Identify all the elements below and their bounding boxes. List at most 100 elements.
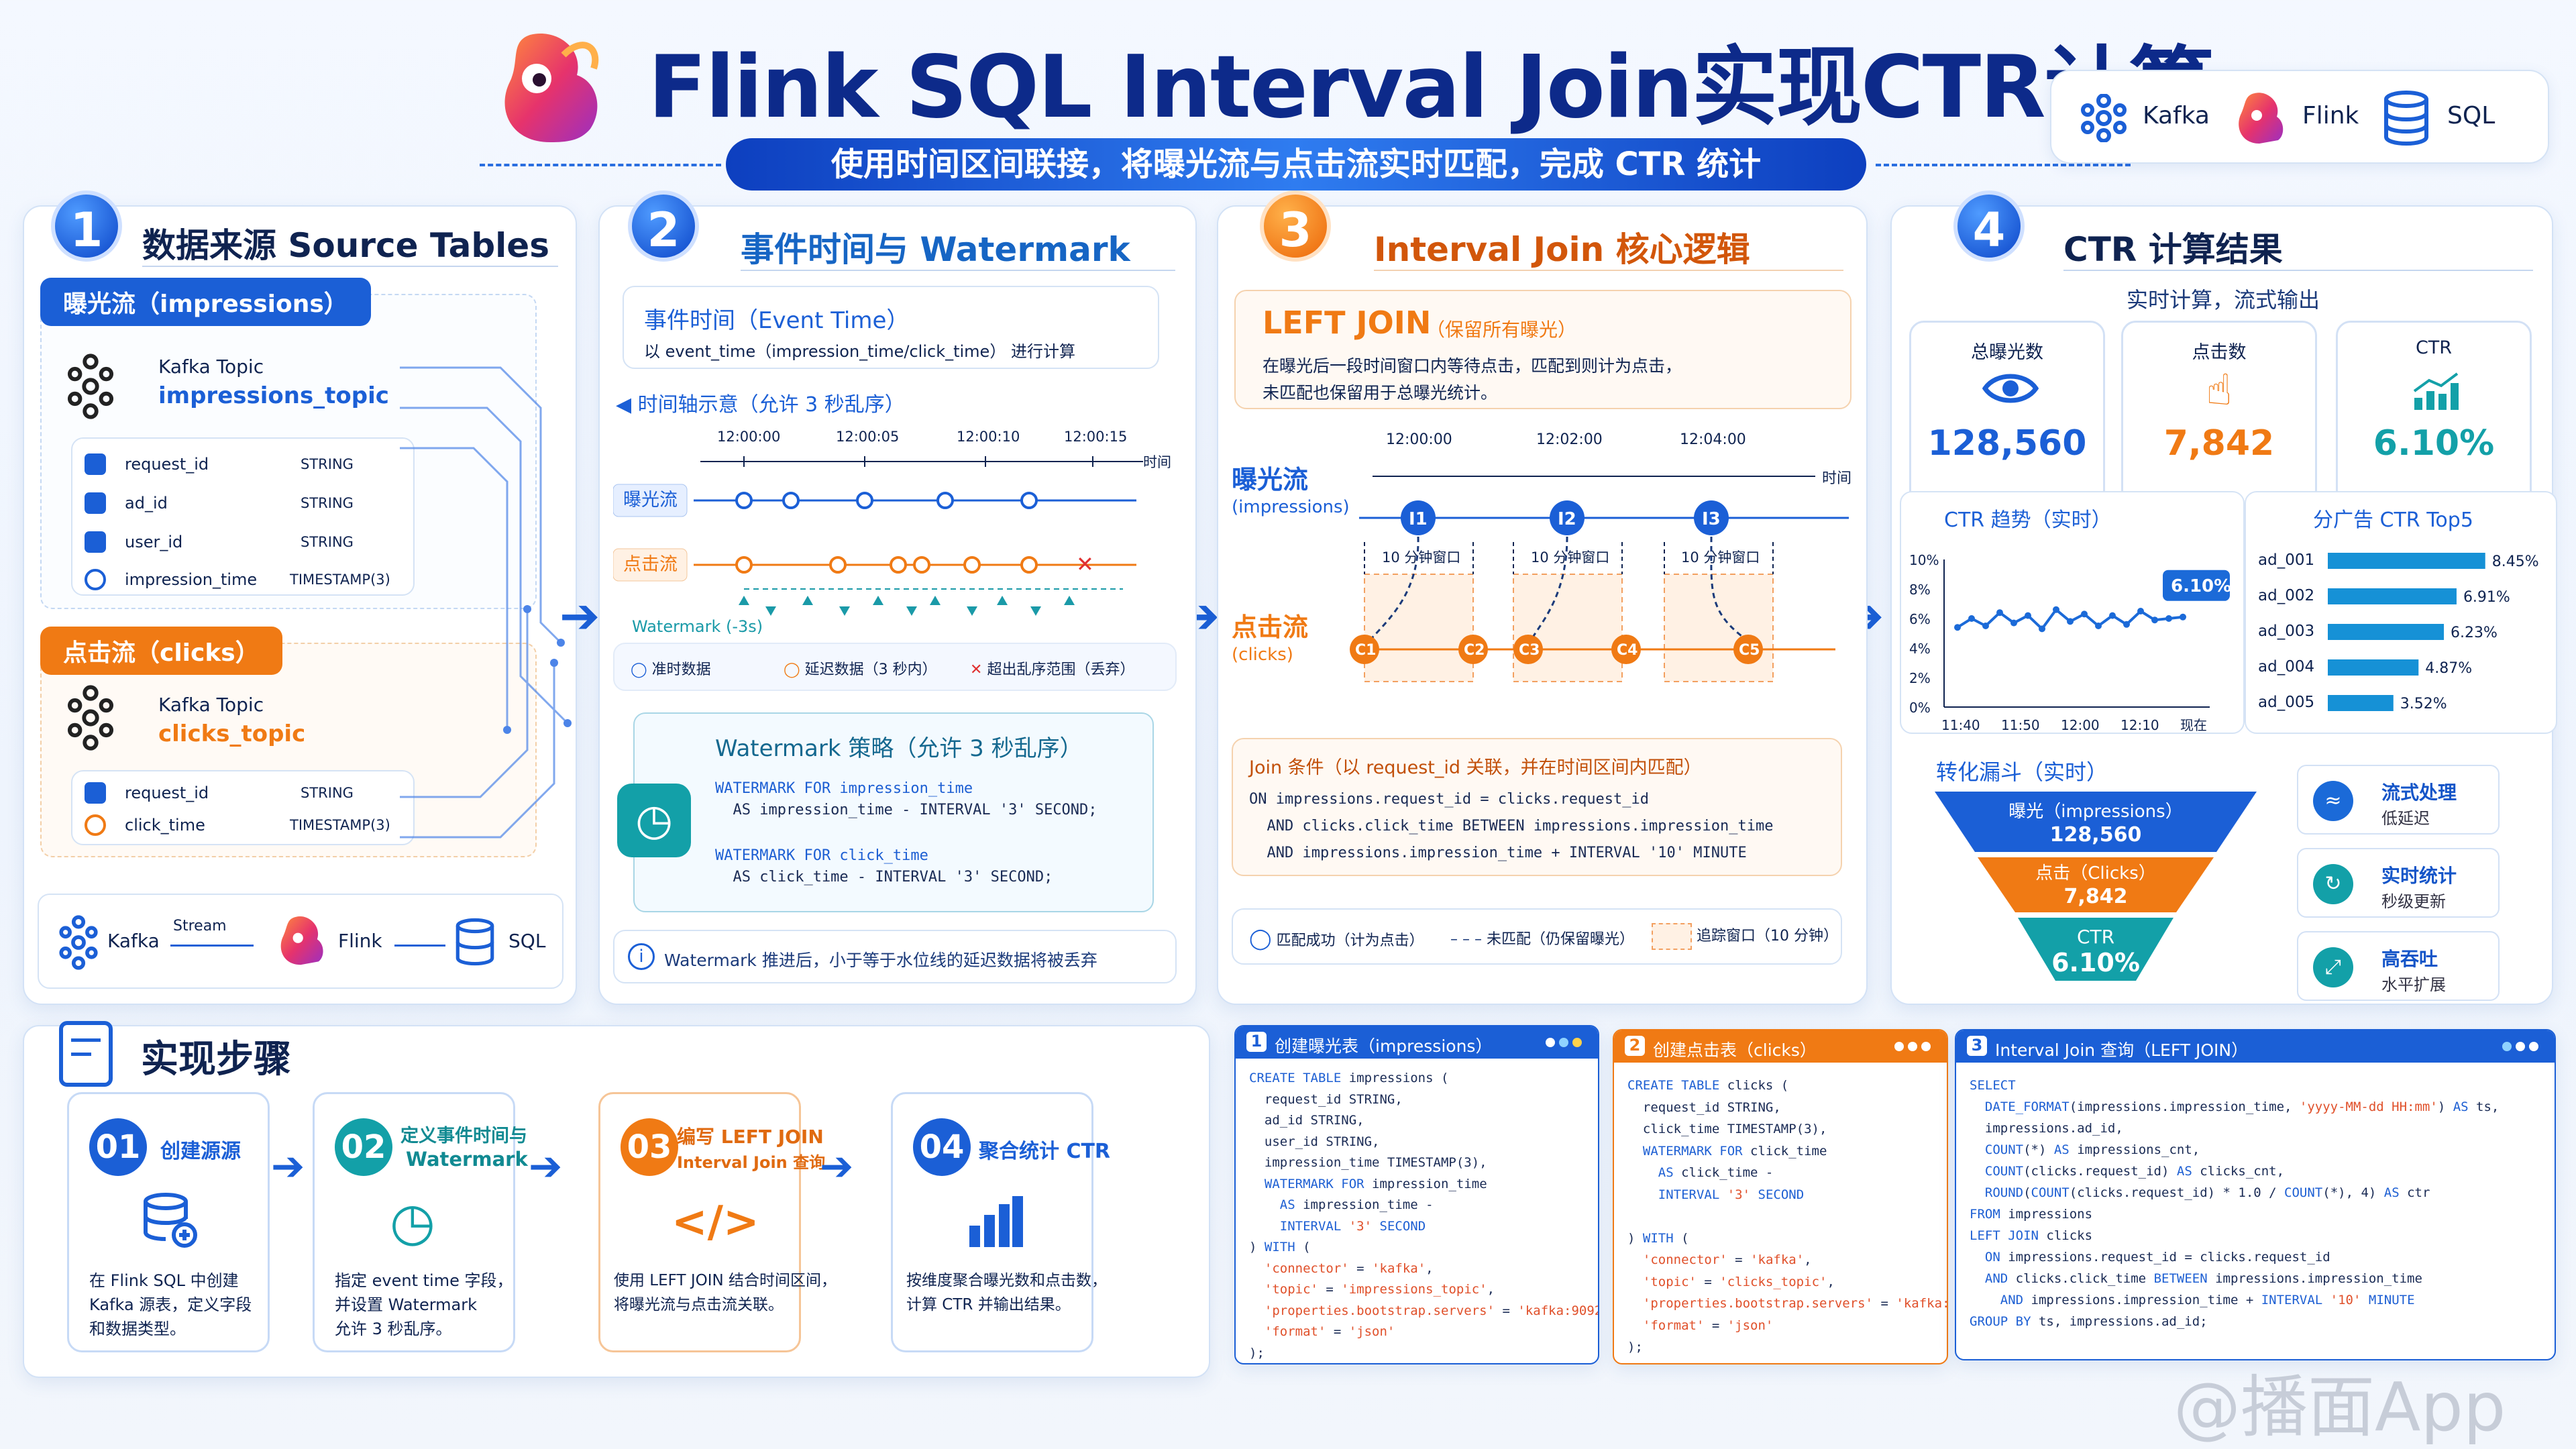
field-type: STRING [301,785,354,801]
section-2-title: 事件时间与 Watermark [741,230,1130,269]
click-marker: C1 [1355,642,1376,659]
field-type: STRING [301,495,354,511]
feature-title: 实时统计 [2381,865,2457,887]
annotation-label: 6.10% [2171,576,2231,596]
code-panel-impressions: 1 创建曝光表（impressions） CREATE TABLE impres… [1234,1025,1599,1364]
series-point [1996,609,2003,616]
tick-label: 12:00:00 [717,429,780,445]
bar-value-label: 6.23% [2451,625,2498,641]
step-card: 03 编写 LEFT JOIN Interval Join 查询 </> 使用 … [598,1092,837,1352]
join-legend: ◯ 匹配成功（计为点击） – – – 未匹配（仍保留曝光） 追踪窗口（10 分钟… [1232,908,1842,965]
field-name: impression_time [125,570,258,589]
kafka-icon [67,685,114,751]
feature-desc: 低延迟 [2381,809,2430,828]
pipeline-kafka: Kafka [107,930,160,952]
feature-desc: 秒级更新 [2381,892,2446,911]
field-name: request_id [125,784,209,802]
impressions-topic-label: Kafka Topic [158,356,264,378]
bar-value-label: 4.87% [2425,660,2472,677]
page-title: Flink SQL Interval Join实现CTR计算 [648,38,2215,138]
step-card: 02 定义事件时间与 Watermark ◷ 指定 event time 字段，… [313,1092,528,1352]
click-marker: C3 [1519,642,1540,659]
arrow-right-icon: ➔ [529,1143,563,1190]
series-point [2053,606,2059,613]
metric-label: 点击数 [2192,342,2247,363]
x-tick-label: 现在 [2180,717,2207,733]
left-join-note: （保留所有曝光） [1426,319,1577,341]
scale-icon: ⤢ [2313,947,2353,987]
impressions-label: 曝光流 [1232,465,1308,494]
step-title: 创建源源 [160,1140,241,1163]
metric-impressions: 总曝光数 128,560 [1909,321,2105,515]
step-desc: 将曝光流与点击流关联。 [614,1296,784,1313]
logo-sql-label: SQL [2447,102,2496,129]
clicks-label: 点击流 [1232,612,1308,642]
funnel-stage-label: 曝光（impressions） [2008,802,2182,822]
y-tick-label: 10% [1909,552,1939,568]
watermark-timeline: 12:00:00 12:00:05 12:00:10 12:00:15 时间 曝… [613,429,1171,636]
event-time-desc: 以 event_time（impression_time/click_time）… [644,342,1075,361]
section-4-number: 4 [1953,191,2025,262]
section-2-number: 2 [628,191,699,262]
series-point [2137,608,2144,614]
kafka-icon [59,915,98,970]
code-panel-num: 2 [1625,1036,1645,1056]
watermark-strategy-title: Watermark 策略（允许 3 秒乱序） [715,735,1083,762]
step-title: Interval Join 查询 [677,1153,826,1172]
y-tick-label: 8% [1909,582,1931,598]
bar-category-label: ad_004 [2258,658,2314,676]
impressions-topic-name: impressions_topic [158,382,389,409]
code-panel-clicks: 2 创建点击表（clicks） CREATE TABLE clicks ( re… [1613,1029,1948,1364]
metric-value: 128,560 [1927,423,2087,464]
section-event-time: 2 事件时间与 Watermark 事件时间（Event Time） 以 eve… [598,191,1197,1005]
refresh-icon: ↻ [2313,864,2353,904]
field-type: TIMESTAMP(3) [290,572,390,588]
funnel-stage-value: 6.10% [2051,948,2140,977]
series-point [2081,610,2088,618]
source-watermark: @播面App [2174,1368,2506,1446]
left-join-title: LEFT JOIN [1263,305,1432,341]
metric-value: 7,842 [2163,423,2275,464]
clock-icon: ◷ [390,1192,436,1252]
step-desc: 指定 event time 字段， [335,1271,513,1290]
annotation-box [2163,570,2230,601]
subtitle-line-right [1876,164,2131,166]
feature-title: 高吞吐 [2381,948,2438,970]
step-number: 01 [89,1118,147,1176]
legend-matched: ◯ 匹配成功（计为点击） [1249,927,1424,951]
section-interval-join: 3 Interval Join 核心逻辑 LEFT JOIN （保留所有曝光） … [1217,191,1868,1005]
clicks-pill: 点击流（clicks） [40,627,282,675]
series-point [2180,613,2186,621]
watermark-note-text: Watermark 推进后，小于等于水位线的延迟数据将被丢弃 [664,951,1097,970]
arrow-right-icon: ➔ [820,1143,854,1190]
timeline-legend: ◯ 准时数据 ◯ 延迟数据（3 秒内） ✕ 超出乱序范围（丢弃） [613,643,1177,691]
key-icon [85,782,106,804]
eye-icon [1982,374,2039,403]
funnel-title: 转化漏斗（实时） [1936,759,2108,785]
arrow-right-icon [394,945,445,947]
step-number: 02 [335,1118,392,1176]
left-join-desc: 在曝光后一段时间窗口内等待点击，匹配到则计为点击， [1263,356,1682,376]
event-time-box: 事件时间（Event Time） 以 event_time（impression… [623,286,1159,369]
step-card: 04 聚合统计 CTR 按维度聚合曝光数和点击数， 计算 CTR 并输出结果。 [891,1092,1110,1352]
impressions-box: 曝光流（impressions） Kafka Topic impressions… [40,278,537,609]
bar [2328,659,2419,676]
pipeline-sql: SQL [508,930,546,952]
event-time-title: 事件时间（Event Time） [644,307,910,334]
series-point [1954,624,1961,631]
database-icon [2384,91,2428,146]
y-tick-label: 6% [1909,611,1931,627]
legend-unmatched: – – – 未匹配（仍保留曝光） [1450,931,1635,948]
info-icon: i [628,943,655,970]
y-tick-label: 0% [1909,700,1931,716]
code-icon: </> [672,1197,759,1247]
legend-ontime: ◯ 准时数据 [631,661,711,678]
tick-label: 12:00:00 [1386,431,1452,448]
series-point [2165,615,2172,622]
user-icon [85,531,106,553]
x-tick-label: 12:10 [2121,717,2159,733]
y-tick-label: 4% [1909,641,1931,657]
bar-value-label: 6.91% [2463,589,2510,606]
clicks-schema: request_id STRING click_time TIMESTAMP(3… [71,770,415,845]
